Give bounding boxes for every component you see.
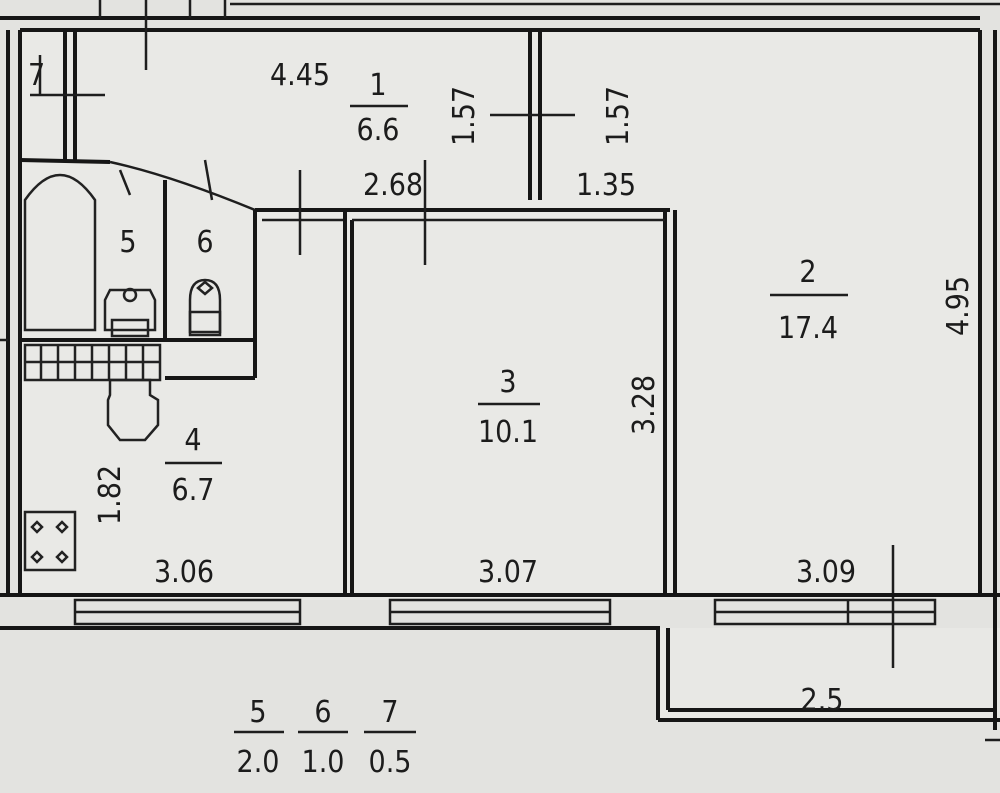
- dim-room3-width: 3.07: [478, 555, 538, 590]
- dim-room3-depth: 3.28: [627, 375, 662, 435]
- dim-kitchen-width: 3.06: [154, 555, 214, 590]
- room-7-label: 7: [28, 58, 45, 93]
- dim-room2-width: 3.09: [796, 555, 856, 590]
- room-2-area: 17.4: [778, 311, 838, 346]
- dim-kitchen-depth: 1.82: [93, 465, 128, 525]
- dim-closet-depth: 1.57: [601, 86, 636, 146]
- fixtures: [23, 173, 222, 572]
- kitchen-counter: [23, 343, 162, 382]
- stove-icon: [23, 510, 77, 572]
- area-legend: 5 2.0 6 1.0 7 0.5: [234, 695, 416, 780]
- walls: [0, 0, 1000, 742]
- room-labels: 7 1 6.6 2 17.4 3 10.1 4 6.7 5 6: [28, 58, 848, 508]
- dim-hall-length: 4.45: [270, 58, 330, 93]
- dim-closet-width: 1.35: [576, 168, 636, 203]
- kitchen-sink-icon: [106, 378, 160, 442]
- dim-room2-depth: 4.95: [941, 276, 976, 336]
- dimension-labels: 4.45 1.57 1.57 2.68 1.35 4.95 3.28 1.82 …: [93, 58, 976, 718]
- dim-corridor-width: 2.68: [363, 168, 423, 203]
- dim-balcony-width: 2.5: [801, 683, 844, 718]
- legend-area-6: 1.0: [302, 745, 345, 780]
- dim-hall-depth: 1.57: [447, 86, 482, 146]
- legend-area-7: 0.5: [369, 745, 412, 780]
- legend-room-7: 7: [381, 695, 398, 730]
- room-2-number: 2: [799, 255, 816, 290]
- room-4-number: 4: [184, 423, 201, 458]
- toilet-icon: [188, 278, 222, 337]
- sink-icon: [103, 288, 157, 332]
- legend-room-5: 5: [249, 695, 266, 730]
- room-3-number: 3: [499, 365, 516, 400]
- legend-room-6: 6: [314, 695, 331, 730]
- room-1-area: 6.6: [357, 113, 400, 148]
- room-6-label: 6: [196, 225, 213, 260]
- legend-area-5: 2.0: [237, 745, 280, 780]
- bathtub-icon: [23, 173, 97, 332]
- room-4-area: 6.7: [172, 473, 215, 508]
- room-3-area: 10.1: [478, 415, 538, 450]
- room-5-label: 5: [119, 225, 136, 260]
- room-1-number: 1: [369, 68, 386, 103]
